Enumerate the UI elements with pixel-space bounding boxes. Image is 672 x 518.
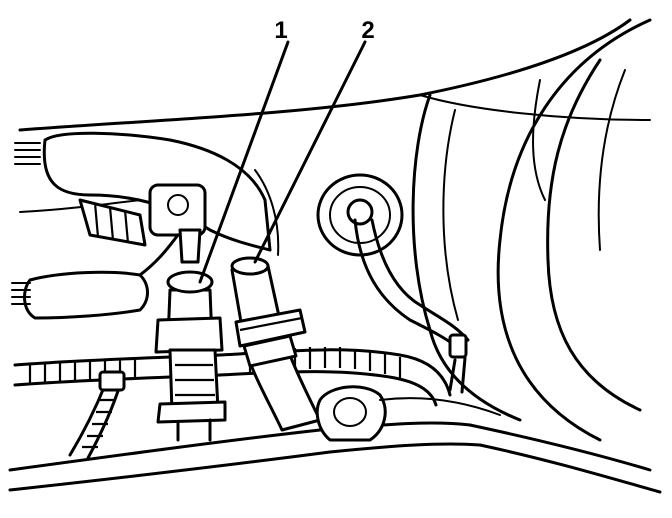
lower-bracket [8, 385, 662, 494]
wheel-well [411, 18, 652, 442]
body-panel [18, 18, 651, 213]
callout-2-label: 2 [361, 17, 374, 44]
lower-left-hose [11, 233, 180, 320]
callout-1-label: 1 [274, 17, 287, 44]
threaded-fitting [78, 183, 207, 264]
leader-line-1 [198, 40, 290, 284]
hose-2 [230, 256, 322, 432]
upper-left-hose [14, 131, 280, 256]
leader-line-2 [253, 40, 367, 264]
grommet [316, 173, 404, 257]
callout-leaders [198, 40, 367, 284]
right-vent-hose [353, 218, 470, 394]
